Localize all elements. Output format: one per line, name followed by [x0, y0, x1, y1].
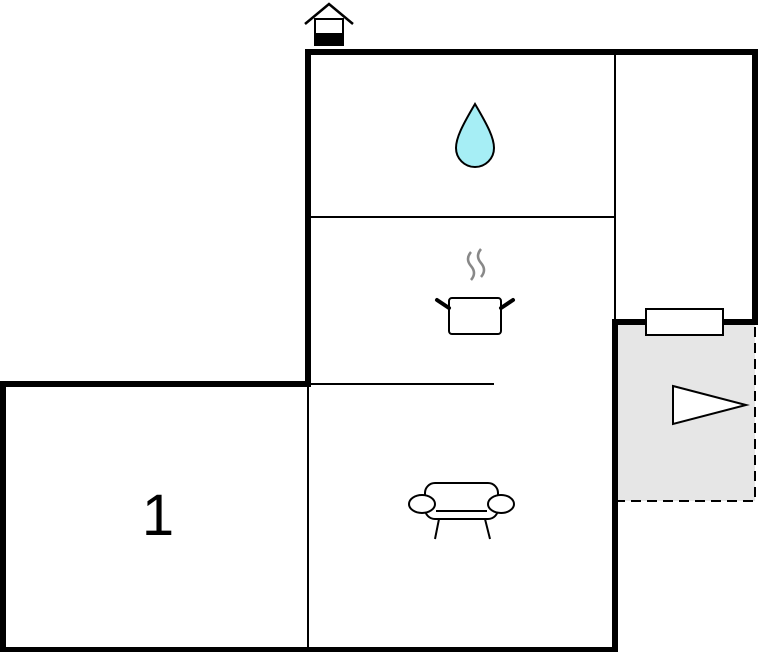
room-label-bedroom: 1 — [142, 483, 174, 548]
cooking-pot-icon — [435, 248, 515, 335]
interior-walls — [307, 52, 616, 650]
window — [645, 308, 724, 336]
door-arrow-icon — [672, 384, 750, 426]
sofa-icon — [408, 482, 515, 540]
water-drop-icon — [454, 102, 496, 168]
house-entrance-icon — [304, 2, 354, 46]
